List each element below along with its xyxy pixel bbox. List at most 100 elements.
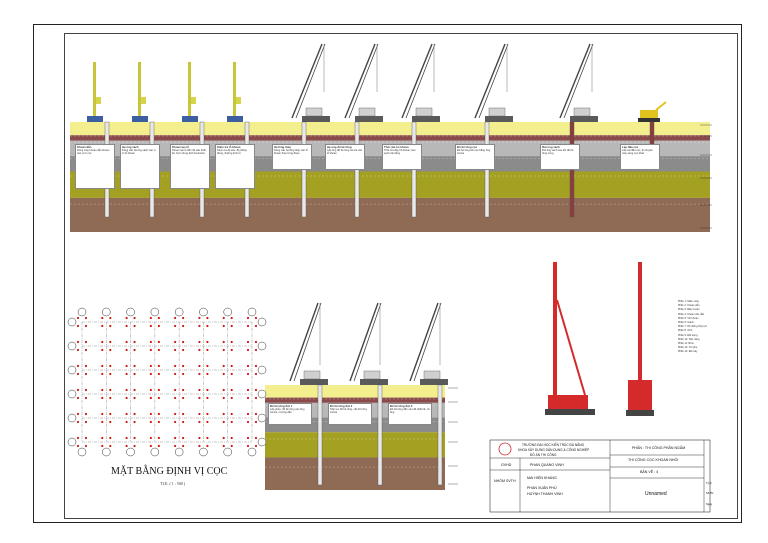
pile-dot-5-0-1 xyxy=(206,316,209,320)
crane-track-6 xyxy=(412,116,440,122)
rig-cab-0 xyxy=(96,97,101,104)
pile-dot-1-3-1 xyxy=(109,388,112,392)
pile-dot-3-4-3 xyxy=(157,420,160,424)
pile-dot-3-5-1 xyxy=(157,436,160,440)
crane-boom2-8 xyxy=(563,43,594,119)
pile-dot-4-4-3 xyxy=(182,420,185,424)
pile-dot-5-5-0 xyxy=(198,436,201,440)
plan-bubble-bot-5 xyxy=(199,447,208,457)
crane-boom-5 xyxy=(344,43,376,119)
pile-dot-2-3-2 xyxy=(125,396,128,400)
pile-dot-4-5-0 xyxy=(174,436,177,440)
crane-track-5 xyxy=(355,116,383,122)
pile-dot-4-0-0 xyxy=(174,316,177,320)
plan-bubble-left-3 xyxy=(67,389,77,399)
pile-dot-5-2-1 xyxy=(206,364,209,368)
pile-dot-0-3-1 xyxy=(84,388,88,392)
crane-boom-4 xyxy=(291,43,323,119)
pile-dot-2-1-0 xyxy=(125,340,128,344)
pile-dot-0-3-3 xyxy=(84,396,88,400)
pile-dot-5-3-2 xyxy=(198,396,201,400)
big-rig-body-1 xyxy=(548,395,588,409)
pile-dot-6-1-3 xyxy=(230,348,233,352)
pile-dot-3-2-1 xyxy=(157,364,160,368)
pile-dot-6-5-2 xyxy=(222,444,225,448)
pile-dot-5-4-0 xyxy=(198,412,201,416)
legend-item-5: Phần 6: Cabin xyxy=(678,321,694,325)
pile-dot-0-0-1 xyxy=(84,316,88,320)
pile-dot-7-4-3 xyxy=(254,420,258,424)
top-soil-band-0 xyxy=(70,122,710,136)
bcrane-boom2-2 xyxy=(413,302,442,382)
pile-dot-5-0-0 xyxy=(198,316,201,320)
pile-dot-0-5-1 xyxy=(84,436,88,440)
pile-dot-6-3-1 xyxy=(230,388,233,392)
pile-dot-6-5-1 xyxy=(230,436,233,440)
pile-dot-2-1-1 xyxy=(133,340,136,344)
pile-dot-3-3-3 xyxy=(157,396,160,400)
plan-bubble-right-4 xyxy=(257,413,267,423)
pile-dot-1-2-2 xyxy=(101,372,104,376)
bpile-0 xyxy=(317,384,323,486)
pile-dot-6-0-0 xyxy=(222,316,225,320)
pile-dot-2-4-2 xyxy=(125,420,128,424)
bcrane-boom-1 xyxy=(349,302,379,382)
rig-base-0 xyxy=(87,116,103,122)
pile-dot-0-4-1 xyxy=(84,412,88,416)
pile-dot-1-0-0 xyxy=(101,316,104,320)
pile-dot-7-3-0 xyxy=(246,388,250,392)
pile-dot-7-1-1 xyxy=(254,340,258,344)
bcrane-cab-2 xyxy=(423,370,441,380)
legend-item-1: Phần 2: Khoan dẫn xyxy=(678,304,700,308)
rig-base-1 xyxy=(132,116,148,122)
rig-cab-3 xyxy=(236,97,241,104)
plan-bubble-left-5 xyxy=(67,437,77,447)
pile-dot-7-5-0 xyxy=(246,436,250,440)
plan-bubble-right-3 xyxy=(257,389,267,399)
pile-dot-0-4-3 xyxy=(84,420,88,424)
plan-bubble-right-2 xyxy=(257,365,267,375)
pile-dot-2-2-3 xyxy=(133,372,136,376)
pile-dot-1-5-3 xyxy=(109,444,112,448)
pile-dot-7-0-3 xyxy=(254,324,258,328)
plan-bubble-bot-0 xyxy=(77,447,87,457)
plan-bubble-bot-2 xyxy=(126,447,135,457)
pile-dot-5-1-2 xyxy=(198,348,201,352)
excavator-arm xyxy=(655,101,667,111)
pile-dot-3-3-0 xyxy=(149,388,152,392)
pile-dot-1-1-1 xyxy=(109,340,112,344)
pile-dot-5-1-1 xyxy=(206,340,209,344)
pile-dot-0-2-1 xyxy=(84,364,88,368)
bottom-soil-band-5 xyxy=(265,457,445,490)
bcrane-cab-1 xyxy=(363,370,381,380)
pile-dot-7-5-2 xyxy=(246,444,250,448)
bottom-soil-band-4 xyxy=(265,432,445,458)
pile-dot-2-5-2 xyxy=(125,444,128,448)
crane-boom2-6 xyxy=(405,43,436,119)
pile-dot-6-1-2 xyxy=(222,348,225,352)
pile-dot-5-5-1 xyxy=(206,436,209,440)
tb-small-3: Ngày xyxy=(706,503,713,506)
bcrane-track-2 xyxy=(420,379,448,385)
pile-dot-4-3-0 xyxy=(174,388,177,392)
tb-unnamed: Unnamed xyxy=(645,491,667,497)
pile-dot-6-4-0 xyxy=(222,412,225,416)
pile-dot-7-1-0 xyxy=(246,340,250,344)
pile-dot-3-0-2 xyxy=(149,324,152,328)
bottom-soil-band-0 xyxy=(265,385,445,398)
pile-dot-4-3-1 xyxy=(182,388,185,392)
bcrane-track-1 xyxy=(360,379,388,385)
pile-dot-6-2-0 xyxy=(222,364,225,368)
pile-dot-1-5-2 xyxy=(101,444,104,448)
big-rig-mast-2 xyxy=(638,262,642,412)
legend-item-8: Phần 9: Đối trọng xyxy=(678,333,698,337)
pile-dot-0-0-2 xyxy=(76,324,80,328)
pile-dot-6-4-1 xyxy=(230,412,233,416)
plan-bubble-top-2 xyxy=(126,307,135,317)
pile-dot-5-2-3 xyxy=(206,372,209,376)
pile-dot-7-2-1 xyxy=(254,364,258,368)
pile-dot-0-2-2 xyxy=(76,372,80,376)
